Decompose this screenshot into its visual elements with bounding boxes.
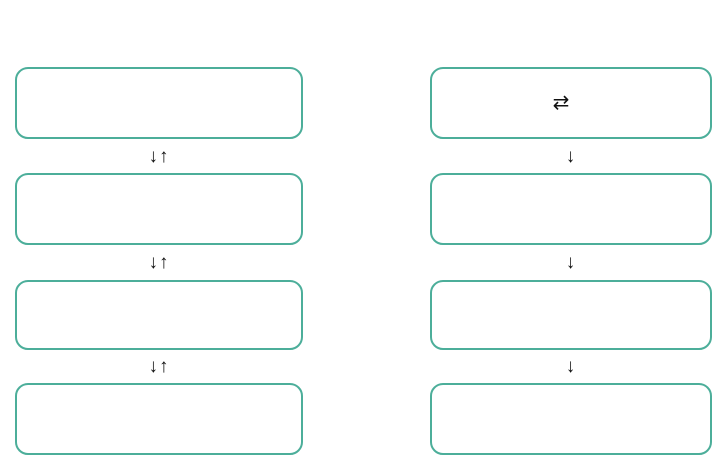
- flow-connector-left-2: ↓↑: [15, 246, 303, 279]
- flow-connector-left-3: ↓↑: [15, 351, 303, 382]
- flow-connector-left-1: ↓↑: [15, 140, 303, 172]
- flow-node-right-1[interactable]: ⇄: [430, 67, 712, 139]
- down-arrow-icon: ↓: [565, 145, 577, 167]
- down-arrow-icon: ↓: [565, 252, 577, 273]
- flow-connector-right-2: ↓: [430, 246, 712, 279]
- diagram-column-right: ⇄ ↓ ↓ ↓: [360, 0, 725, 466]
- flow-node-left-4[interactable]: [15, 383, 303, 455]
- flow-connector-right-3: ↓: [430, 351, 712, 382]
- flow-node-left-1[interactable]: [15, 67, 303, 139]
- flow-node-right-4[interactable]: [430, 383, 712, 455]
- flow-node-left-2[interactable]: [15, 173, 303, 245]
- down-up-arrow-icon: ↓↑: [148, 145, 170, 167]
- down-up-arrow-icon: ↓↑: [148, 252, 170, 273]
- flow-node-right-2[interactable]: [430, 173, 712, 245]
- flow-connector-right-1: ↓: [430, 140, 712, 172]
- flow-node-left-3[interactable]: [15, 280, 303, 350]
- flow-node-right-3[interactable]: [430, 280, 712, 350]
- down-arrow-icon: ↓: [565, 356, 577, 377]
- diagram-column-left: ↓↑ ↓↑ ↓↑: [0, 0, 360, 466]
- left-right-arrow-icon: ⇄: [552, 92, 570, 114]
- down-up-arrow-icon: ↓↑: [148, 356, 170, 377]
